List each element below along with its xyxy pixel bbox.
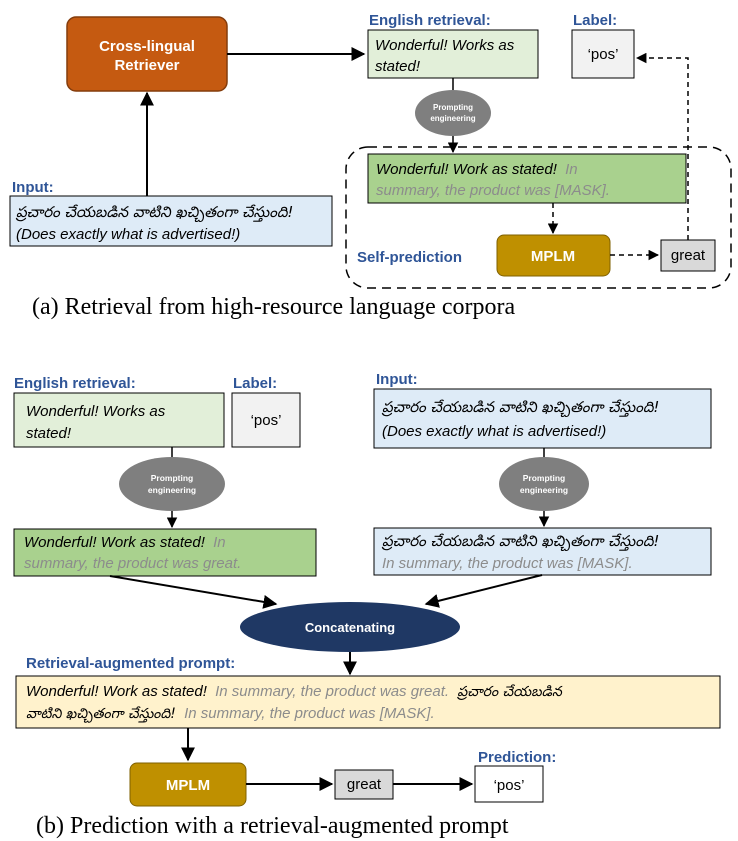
prompt-a-gray1: In <box>565 161 578 178</box>
input-heading-b: Input: <box>376 371 418 388</box>
concatenating-ellipse <box>240 602 460 652</box>
english-retrieval-heading-b: English retrieval: <box>14 375 136 392</box>
self-prediction-label: Self-prediction <box>357 249 462 266</box>
prompting-engineering-ellipse-b-right <box>499 457 589 511</box>
english-retrieval-box-b <box>13 392 225 448</box>
arrow-left-prompt-to-concat <box>109 575 278 609</box>
prompt-box-a <box>367 153 687 204</box>
augmented-prompt-box <box>15 675 721 729</box>
mplm-label-b: MPLM <box>166 777 210 794</box>
input-box-a <box>9 195 333 247</box>
great-box-b <box>334 769 394 800</box>
prompt-box-b-right <box>373 527 712 576</box>
caption-b: (b) Prediction with a retrieval-augmente… <box>36 813 509 839</box>
prompt-b-left-black: Wonderful! Work as stated! <box>24 534 206 551</box>
input-box-b <box>373 388 712 449</box>
prompting-label-b-left-line2: engineering <box>148 485 196 495</box>
label-heading-b: Label: <box>233 375 277 392</box>
prompting-label-b-right-line1: Prompting <box>523 473 566 483</box>
self-prediction-region <box>345 146 732 289</box>
label-value-b: ‘pos’ <box>251 412 282 429</box>
arrow-right-prompt-to-concat <box>424 574 543 608</box>
concatenating-label: Concatenating <box>305 620 395 635</box>
great-label-b: great <box>347 776 382 793</box>
great-box-a <box>660 239 716 272</box>
prediction-box <box>474 765 544 803</box>
mplm-label-a: MPLM <box>531 248 575 265</box>
arrow-great-to-label-a <box>635 52 689 240</box>
augmented-line1: Wonderful! Work as stated! In summary, t… <box>26 683 563 700</box>
label-box-b <box>231 392 301 448</box>
input-english-b: (Does exactly what is advertised!) <box>382 423 606 440</box>
prompting-label-a-line1: Prompting <box>433 103 473 112</box>
prompt-a-black: Wonderful! Work as stated! <box>376 161 558 178</box>
prompting-label-b-right-line2: engineering <box>520 485 568 495</box>
prompt-a-gray2: summary, the product was [MASK]. <box>376 182 610 199</box>
augmented-line1-telugu: ప్రచారం చేయబడిన <box>456 684 563 700</box>
label-value-a: ‘pos’ <box>588 46 619 63</box>
retrieval-text-b-line1: Wonderful! Works as <box>26 403 166 420</box>
input-heading-a: Input: <box>12 179 54 196</box>
augmented-line2-telugu: వాటిని ఖచ్చితంగా చేస్తుంది! <box>26 706 176 723</box>
augmented-line1-black: Wonderful! Work as stated! <box>26 683 208 700</box>
prompt-b-left-gray1: In <box>213 534 226 551</box>
prompting-label-a-line2: engineering <box>430 114 475 123</box>
prompt-b-left-gray2: summary, the product was great. <box>24 555 241 572</box>
prompt-box-b-left <box>13 528 317 577</box>
prompt-b-right-gray: In summary, the product was [MASK]. <box>382 555 633 572</box>
prompt-b-left-line1: Wonderful! Work as stated! In <box>24 534 226 551</box>
prompting-label-b-left-line1: Prompting <box>151 473 194 483</box>
caption-a: (a) Retrieval from high-resource languag… <box>32 294 515 320</box>
retrieval-text-a-line2: stated! <box>375 58 421 75</box>
input-telugu-a: ప్రచారం చేయబడిన వాటిని ఖచ్చితంగా చేస్తుం… <box>16 203 294 223</box>
retriever-label-line2: Retriever <box>114 57 179 74</box>
retriever-label-line1: Cross-lingual <box>99 38 195 55</box>
label-heading-a: Label: <box>573 12 617 29</box>
retrieval-text-a-line1: Wonderful! Works as <box>375 37 515 54</box>
prompting-engineering-ellipse-b-left <box>119 457 225 511</box>
prompt-a-line1: Wonderful! Work as stated! In <box>376 161 578 178</box>
augmented-line2-gray: In summary, the product was [MASK]. <box>184 705 435 722</box>
prompt-b-right-telugu: ప్రచారం చేయబడిన వాటిని ఖచ్చితంగా చేస్తుం… <box>382 532 660 552</box>
augmented-line2: వాటిని ఖచ్చితంగా చేస్తుంది! In summary, … <box>26 705 435 723</box>
retrieval-text-b-line2: stated! <box>26 425 72 442</box>
augmented-heading: Retrieval-augmented prompt: <box>26 655 235 672</box>
augmented-line1-gray: In summary, the product was great. <box>215 683 449 700</box>
label-box-a <box>571 29 635 79</box>
prediction-heading: Prediction: <box>478 749 556 766</box>
english-retrieval-heading-a: English retrieval: <box>369 12 491 29</box>
input-english-a: (Does exactly what is advertised!) <box>16 226 240 243</box>
prediction-value: ‘pos’ <box>494 777 525 794</box>
input-telugu-b: ప్రచారం చేయబడిన వాటిని ఖచ్చితంగా చేస్తుం… <box>382 398 660 418</box>
prompting-engineering-ellipse-a <box>415 90 491 136</box>
great-label-a: great <box>671 247 706 264</box>
